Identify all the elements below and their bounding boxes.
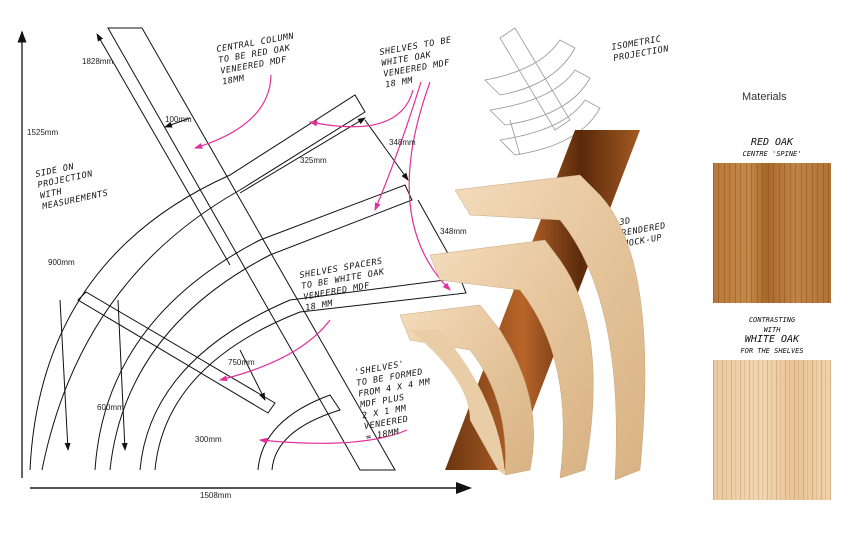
annotation-arrows: [193, 74, 451, 444]
svg-text:3D: 3D: [618, 216, 632, 228]
note-central-column: CENTRAL COLUMN TO BE RED OAK VENEERED MD…: [216, 31, 296, 88]
with-label: WITH: [763, 326, 781, 334]
white-oak-title: WHITE OAK: [744, 334, 800, 345]
red-oak-title: RED OAK: [750, 137, 794, 148]
dim-spacing-top: 348mm: [389, 138, 416, 147]
dim-radius-middle: 750mm: [228, 358, 255, 367]
note-isometric: ISOMETRIC PROJECTION: [611, 34, 670, 64]
svg-text:18MM: 18MM: [222, 74, 246, 88]
dim-column-width: 100mm: [165, 115, 192, 124]
svg-text:18 MM: 18 MM: [385, 76, 415, 91]
white-oak-swatch: [713, 360, 831, 500]
dimension-lines: [17, 30, 472, 494]
note-side-projection: SIDE ON PROJECTION WITH MEASUREMENTS: [35, 162, 110, 213]
materials-title: Materials: [742, 91, 787, 103]
isometric-projection: [484, 27, 601, 156]
dim-column-length: 1828mm: [82, 57, 113, 66]
svg-text:18 MM: 18 MM: [305, 299, 335, 314]
radius-arrows: [59, 299, 266, 451]
dim-width: 1508mm: [200, 491, 231, 500]
dim-spacing-mid: 348mm: [440, 227, 467, 236]
note-formed: 'SHELVES' TO BE FORMED FROM 4 X 4 MM MDF…: [354, 359, 432, 443]
rendered-mockup: [399, 130, 646, 481]
red-oak-swatch: [713, 163, 831, 303]
dim-radius-inner-2: 600mm: [97, 403, 124, 412]
dim-radius-outer: 900mm: [48, 258, 75, 267]
note-shelves: SHELVES TO BE WHITE OAK VENEERED MDF 18 …: [379, 35, 453, 91]
dim-radius-inner: 300mm: [195, 435, 222, 444]
dim-shelf-depth: 325mm: [300, 156, 327, 165]
dim-height: 1525mm: [27, 128, 58, 137]
white-oak-subtitle: FOR THE SHELVES: [740, 347, 804, 355]
contrasting-label: CONTRASTING: [748, 316, 796, 324]
svg-text:WITH: WITH: [39, 187, 63, 202]
note-spacers: SHELVES SPACERS TO BE WHITE OAK VENEERED…: [299, 256, 386, 314]
red-oak-subtitle: CENTRE 'SPINE': [742, 150, 802, 158]
